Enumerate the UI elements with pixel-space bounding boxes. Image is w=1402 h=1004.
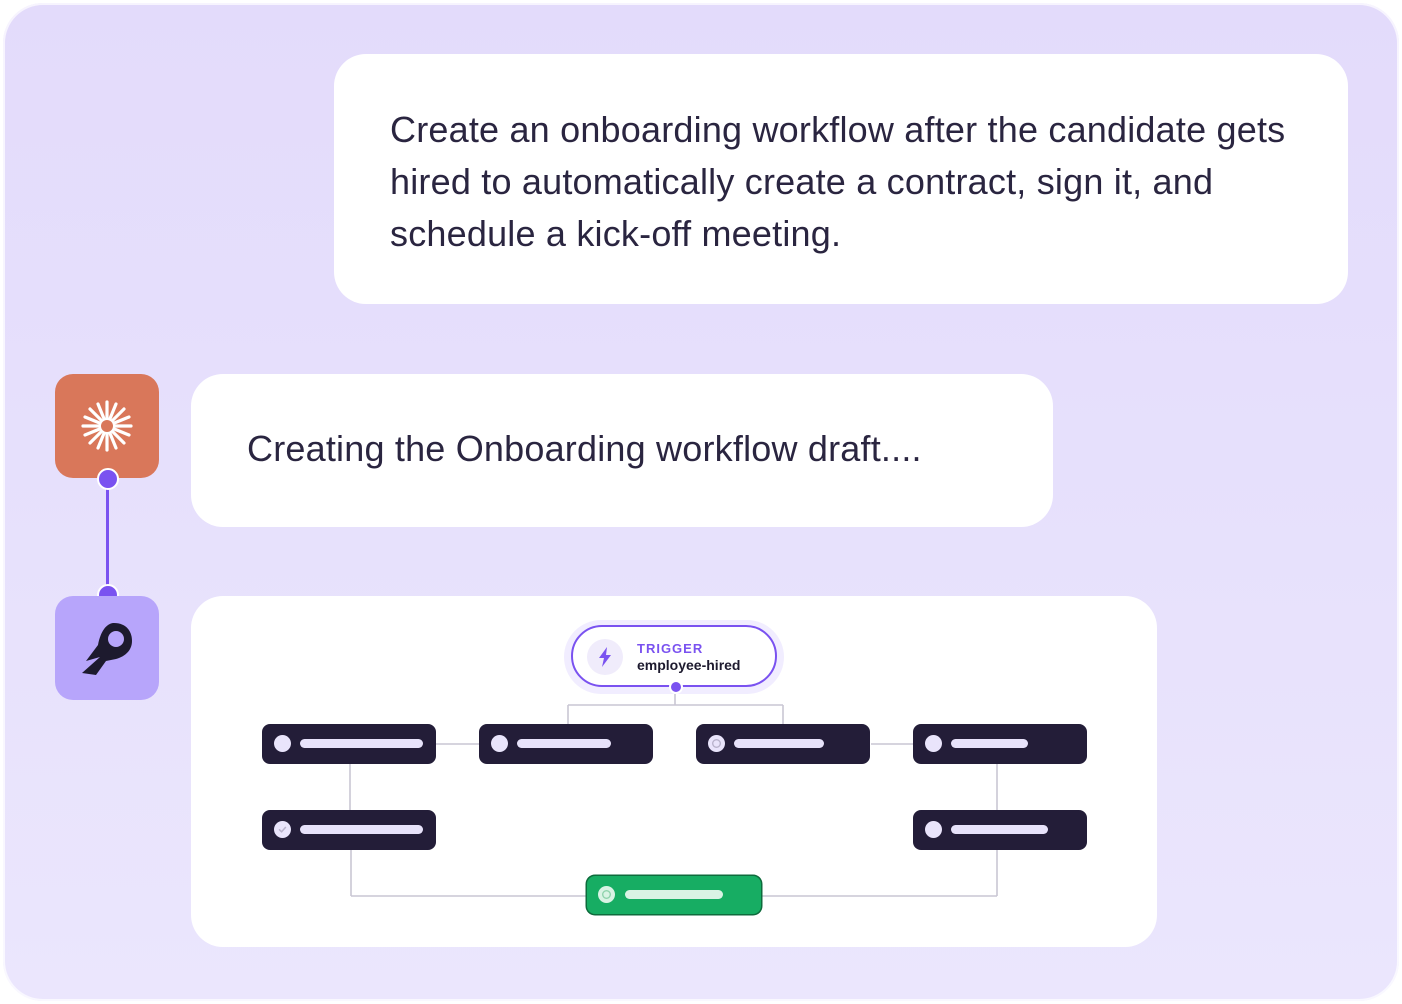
empty-circle-icon xyxy=(602,890,611,899)
empty-circle-icon xyxy=(712,739,721,748)
step-status-icon xyxy=(491,735,508,752)
step-status-icon xyxy=(274,821,291,838)
workflow-step-node[interactable] xyxy=(479,724,653,764)
workflow-step-node[interactable] xyxy=(696,724,870,764)
step-status-icon xyxy=(925,735,942,752)
timeline-dot-top xyxy=(97,468,119,490)
workflow-diagram-card: TRIGGER employee-hired xyxy=(191,596,1157,947)
end-status-icon xyxy=(598,886,615,903)
assistant-avatar xyxy=(55,374,159,478)
step-label-placeholder xyxy=(951,825,1048,834)
workflow-step-node[interactable] xyxy=(262,724,436,764)
workflow-avatar xyxy=(55,596,159,700)
end-label-placeholder xyxy=(625,890,723,899)
rocket-icon xyxy=(82,623,132,675)
workflow-step-node[interactable] xyxy=(262,810,436,850)
app-frame: Create an onboarding workflow after the … xyxy=(3,3,1399,1001)
step-status-icon xyxy=(925,821,942,838)
trigger-name: employee-hired xyxy=(637,657,741,673)
step-label-placeholder xyxy=(734,739,824,748)
step-label-placeholder xyxy=(517,739,611,748)
workflow-step-node[interactable] xyxy=(913,724,1087,764)
assistant-status-bubble: Creating the Onboarding workflow draft..… xyxy=(191,374,1053,527)
step-label-placeholder xyxy=(951,739,1028,748)
step-status-icon xyxy=(274,735,291,752)
workflow-step-node[interactable] xyxy=(913,810,1087,850)
sparkle-burst-icon xyxy=(81,400,133,452)
assistant-status-text: Creating the Onboarding workflow draft..… xyxy=(247,428,922,469)
step-status-icon xyxy=(708,735,725,752)
lightning-bolt-icon xyxy=(599,647,611,667)
user-message-text: Create an onboarding workflow after the … xyxy=(390,109,1286,254)
step-label-placeholder xyxy=(300,739,423,748)
step-label-placeholder xyxy=(300,825,423,834)
trigger-kicker: TRIGGER xyxy=(637,641,704,656)
workflow-end-node[interactable] xyxy=(587,876,761,914)
trigger-icon-wrap xyxy=(587,639,623,675)
user-message-bubble: Create an onboarding workflow after the … xyxy=(334,54,1348,304)
check-icon xyxy=(278,826,287,833)
trigger-node[interactable]: TRIGGER employee-hired xyxy=(571,625,777,687)
trigger-output-port xyxy=(669,680,683,694)
timeline-connector xyxy=(106,480,109,596)
